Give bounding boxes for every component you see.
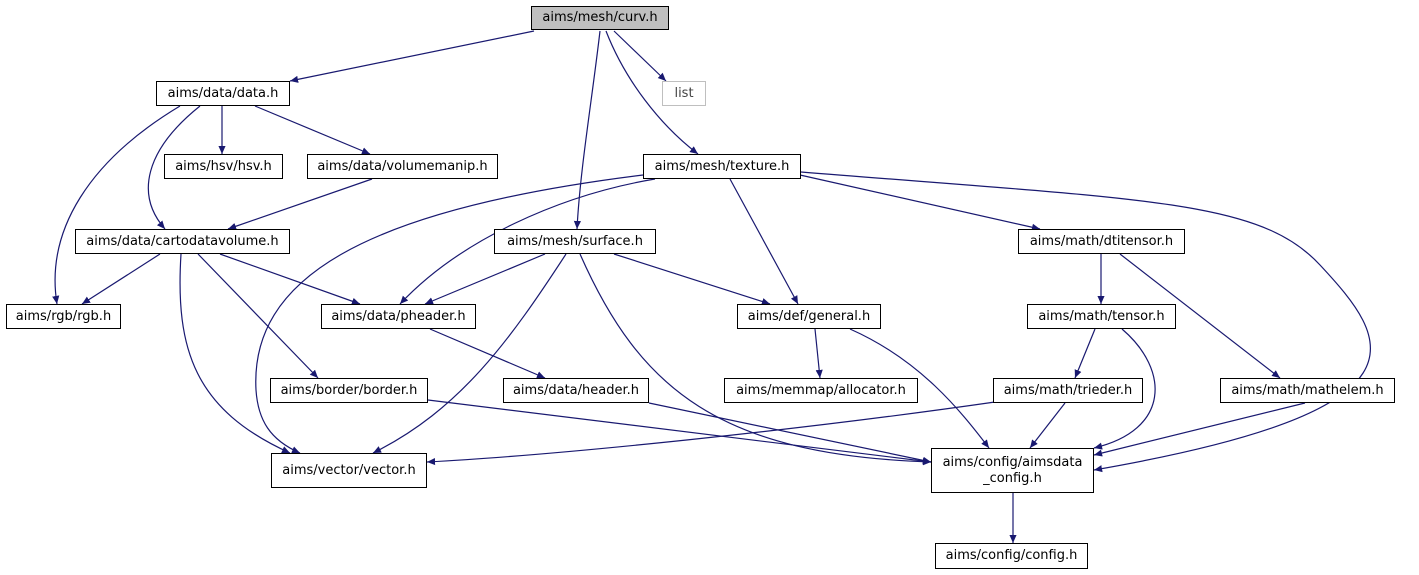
edge-texture-to-general <box>729 178 799 305</box>
edge-curv-to-texture <box>605 30 699 155</box>
node-label: aims/config/config.h <box>945 548 1078 563</box>
edge-cartodatavolume-to-rgb <box>81 253 161 305</box>
node-trieder[interactable]: aims/math/trieder.h <box>993 378 1143 403</box>
edge-surface-to-aimsdata_config <box>579 253 932 466</box>
edge-cartodatavolume-to-vector <box>179 253 291 454</box>
node-label: aims/data/cartodatavolume.h <box>86 233 279 249</box>
node-mathelem[interactable]: aims/math/mathelem.h <box>1220 378 1395 403</box>
node-label: aims/math/dtitensor.h <box>1029 233 1174 249</box>
edge-pheader-to-header <box>429 328 546 379</box>
edge-volumemanip-to-cartodatavolume <box>227 178 373 230</box>
node-label: aims/math/mathelem.h <box>1231 382 1384 398</box>
node-label: aims/vector/vector.h <box>282 462 416 478</box>
node-hsv[interactable]: aims/hsv/hsv.h <box>164 154 283 179</box>
node-aimsdata-config[interactable]: aims/config/aimsdata _config.h <box>931 448 1094 493</box>
edge-surface-to-vector <box>372 253 567 454</box>
edge-tensor-to-trieder <box>1074 328 1096 379</box>
node-pheader[interactable]: aims/data/pheader.h <box>321 304 476 329</box>
node-header[interactable]: aims/data/header.h <box>503 378 649 403</box>
edge-data-to-volumemanip <box>254 105 371 155</box>
node-label: aims/hsv/hsv.h <box>175 158 272 174</box>
edge-trieder-to-vector <box>426 401 996 466</box>
node-label: aims/border/border.h <box>280 382 418 398</box>
edge-data-to-cartodatavolume <box>147 105 201 230</box>
edge-texture-to-vector <box>255 174 644 454</box>
node-label: aims/mesh/surface.h <box>507 233 643 249</box>
edge-cartodatavolume-to-border <box>197 253 319 379</box>
node-label: aims/math/trieder.h <box>1003 382 1133 398</box>
node-label: aims/mesh/texture.h <box>654 158 790 174</box>
edge-general-to-allocator <box>814 328 823 379</box>
edge-trieder-to-aimsdata_config <box>1029 402 1066 449</box>
node-label: aims/math/tensor.h <box>1038 308 1165 324</box>
node-curv: aims/mesh/curv.h <box>531 6 669 30</box>
node-volumemanip[interactable]: aims/data/volumemanip.h <box>307 154 498 179</box>
node-general[interactable]: aims/def/general.h <box>737 304 881 329</box>
edge-header-to-aimsdata_config <box>648 402 932 464</box>
node-label: aims/data/data.h <box>167 85 279 101</box>
node-vector[interactable]: aims/vector/vector.h <box>271 453 427 488</box>
edge-cartodatavolume-to-pheader <box>219 253 361 305</box>
edge-curv-to-data <box>289 30 535 83</box>
node-texture[interactable]: aims/mesh/texture.h <box>643 154 801 179</box>
node-list: list <box>662 81 706 106</box>
node-label: aims/data/pheader.h <box>331 308 466 324</box>
edge-texture-to-pheader <box>399 178 656 305</box>
edge-surface-to-pheader <box>424 253 546 305</box>
edge-curv-to-list <box>613 30 667 82</box>
edge-border-to-aimsdata_config <box>427 399 932 465</box>
node-label: aims/rgb/rgb.h <box>15 308 112 324</box>
edge-general-to-aimsdata_config <box>849 328 990 449</box>
node-dtitensor[interactable]: aims/math/dtitensor.h <box>1018 229 1185 254</box>
edge-texture-to-dtitensor <box>799 174 1041 231</box>
edge-dtitensor-to-mathelem <box>1119 253 1281 379</box>
node-config[interactable]: aims/config/config.h <box>935 543 1088 569</box>
node-label: aims/def/general.h <box>747 308 871 324</box>
node-rgb[interactable]: aims/rgb/rgb.h <box>6 304 121 329</box>
node-label: aims/data/volumemanip.h <box>317 158 488 174</box>
node-allocator[interactable]: aims/memmap/allocator.h <box>724 378 918 403</box>
edge-texture-to-aimsdata_config <box>800 171 1372 473</box>
node-data[interactable]: aims/data/data.h <box>156 81 290 106</box>
node-cartodatavolume[interactable]: aims/data/cartodatavolume.h <box>75 229 290 254</box>
node-tensor[interactable]: aims/math/tensor.h <box>1027 304 1176 329</box>
node-label: aims/mesh/curv.h <box>542 10 658 25</box>
node-label: aims/data/header.h <box>512 382 640 398</box>
edge-data-to-rgb <box>52 105 181 305</box>
edge-mathelem-to-aimsdata_config <box>1093 402 1306 457</box>
node-label: list <box>674 85 694 101</box>
node-label: aims/memmap/allocator.h <box>736 382 906 398</box>
edge-curv-to-surface <box>573 30 601 230</box>
node-border[interactable]: aims/border/border.h <box>270 378 428 403</box>
node-label: aims/config/aimsdata _config.h <box>942 454 1083 486</box>
node-surface[interactable]: aims/mesh/surface.h <box>494 229 656 254</box>
edge-tensor-to-aimsdata_config <box>1093 328 1156 450</box>
edge-surface-to-general <box>613 253 771 305</box>
